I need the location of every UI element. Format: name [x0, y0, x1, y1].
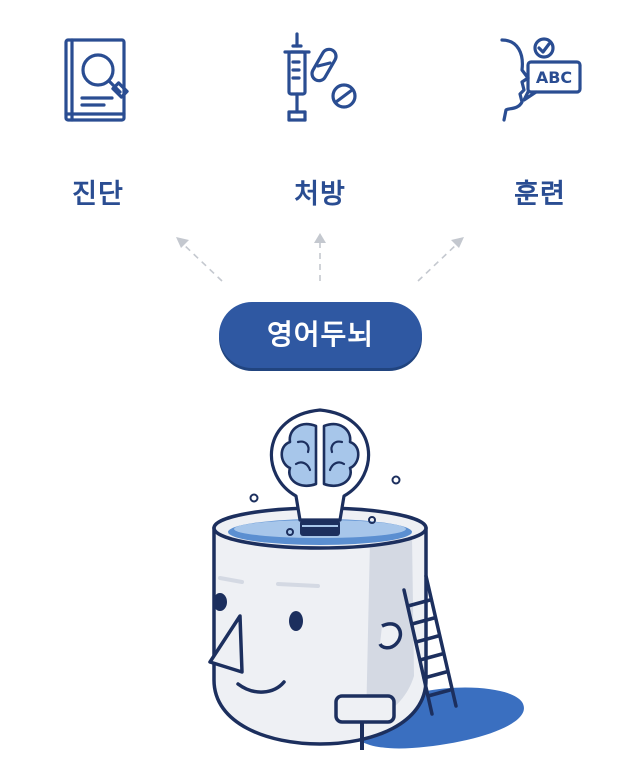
diagnosis-label: 진단	[72, 179, 124, 210]
head-brain-illustration	[208, 408, 524, 750]
prescription-label: 처방	[294, 179, 346, 210]
prescription-syringe-icon	[269, 30, 369, 130]
english-brain-badge: 영어두뇌	[219, 302, 422, 368]
abc-text: ABC	[536, 68, 572, 87]
training-label: 훈련	[514, 179, 566, 210]
diagnosis-book-icon	[48, 30, 148, 130]
dashed-arrows	[176, 233, 464, 282]
training-speaking-icon: ABC	[492, 30, 592, 130]
